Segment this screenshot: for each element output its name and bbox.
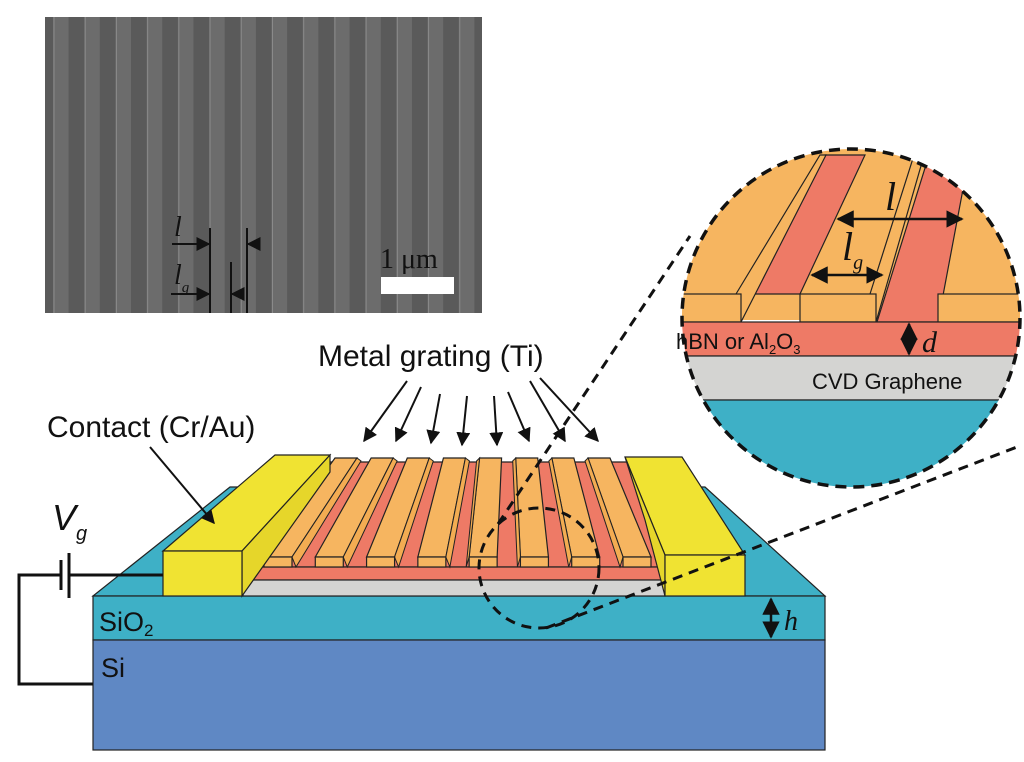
sem-dimension-markers: [171, 228, 261, 313]
inset-substrate-layer: [682, 399, 1020, 487]
sem-label-l: l: [174, 212, 182, 243]
grating-strip-front: [365, 556, 396, 568]
sem-stripe-light: [302, 17, 319, 313]
grating-arrow: [426, 393, 441, 445]
grating-arrow: [507, 391, 531, 443]
grating-strip-side: [291, 457, 362, 569]
sem-stripe-light: [240, 17, 256, 313]
sem-stripe-light: [84, 17, 100, 313]
inset-label-l: l: [885, 174, 896, 219]
sem-stripe-light: [146, 17, 163, 313]
grating-callout: Metal grating (Ti): [318, 340, 599, 447]
h-thickness-marker: h: [762, 597, 798, 639]
sem-stripe-light: [271, 17, 288, 313]
sem-stripe-light: [209, 17, 225, 313]
dielectric-layer: [242, 566, 666, 581]
grating-strip-side: [548, 456, 573, 568]
inset-label-lg: lg: [842, 224, 863, 274]
sem-stripe-light: [365, 17, 381, 313]
contact-callout: Contact (Cr/Au): [47, 411, 255, 525]
sem-stripe-light: [396, 17, 412, 313]
sem-stripe-light: [458, 17, 475, 313]
inset-d-label: d: [922, 326, 938, 359]
grating-strip: [365, 457, 434, 569]
grating-strip-front: [519, 556, 550, 568]
grating-arrow: [363, 380, 408, 443]
inset-dielectric-label: hBN or Al2O3: [676, 329, 801, 357]
inset-strip-front-2: [799, 293, 877, 323]
grating-strip: [584, 457, 652, 569]
grating-strip-front: [314, 556, 344, 568]
grating-strip-side: [584, 457, 624, 569]
grating-arrows: [363, 377, 599, 447]
grating-strip: [548, 456, 601, 568]
si-label: Si: [101, 653, 125, 683]
sem-stripe-light: [115, 17, 132, 313]
grating-strip-front: [571, 556, 601, 568]
sem-image: l lg 1 μm: [45, 17, 482, 313]
sio2-layer: [92, 595, 826, 641]
metal-grating-label: Metal grating (Ti): [318, 340, 544, 373]
grating-strip-side: [394, 457, 434, 569]
inset-graphene-label: CVD Graphene: [812, 369, 962, 394]
grating-strip: [417, 457, 470, 569]
sio2-label: SiO2: [99, 607, 153, 640]
grating-arrow: [394, 386, 422, 443]
sem-stripe-light: [333, 17, 350, 313]
sem-scale-label: 1 μm: [380, 244, 438, 275]
contact-arrow: [149, 446, 215, 525]
grating-strip-front: [417, 556, 447, 568]
sem-scale-bar: [381, 277, 454, 294]
sem-stripe-light: [53, 17, 69, 313]
sem-stripes: [53, 17, 475, 313]
right-contact: [624, 456, 747, 597]
grating-arrow: [539, 377, 599, 443]
inset-circle-border: [680, 147, 1022, 489]
metal-grating: [262, 456, 652, 569]
wire-substrate: [17, 573, 93, 686]
gate-voltage-label: Vg: [52, 497, 87, 545]
sem-stripe-light: [427, 17, 444, 313]
grating-strip: [465, 456, 503, 568]
grating-strip: [314, 457, 398, 569]
zoom-indicator: [477, 235, 1018, 630]
zoom-leader-top: [496, 235, 692, 525]
zoom-region-circle: [477, 506, 601, 630]
grating-strip-side: [342, 457, 398, 569]
inset-graphene-layer: [682, 355, 1020, 401]
inset-magnified-view: l lg hBN or Al2O3 d CVD Graphene: [676, 147, 1022, 489]
grating-arrow: [456, 395, 471, 447]
grating-strip-front: [622, 556, 652, 568]
contact-label: Contact (Cr/Au): [47, 411, 255, 444]
grating-strip-side: [465, 456, 481, 568]
grating-strip-side: [445, 457, 470, 569]
inset-strip-front-3: [937, 293, 1020, 323]
grating-strip-front: [468, 556, 498, 568]
graphene-layer: [242, 579, 666, 597]
inset-strip-front-1: [682, 293, 742, 323]
left-contact-front: [162, 550, 243, 597]
grating-arrow: [489, 395, 504, 447]
sem-label-lg: lg: [174, 260, 190, 296]
gate-circuit: Vg: [17, 497, 163, 686]
sem-stripe-light: [177, 17, 194, 313]
left-contact: [161, 453, 332, 598]
right-contact-front: [664, 554, 746, 597]
si-layer: [92, 639, 826, 751]
h-label: h: [784, 606, 798, 637]
